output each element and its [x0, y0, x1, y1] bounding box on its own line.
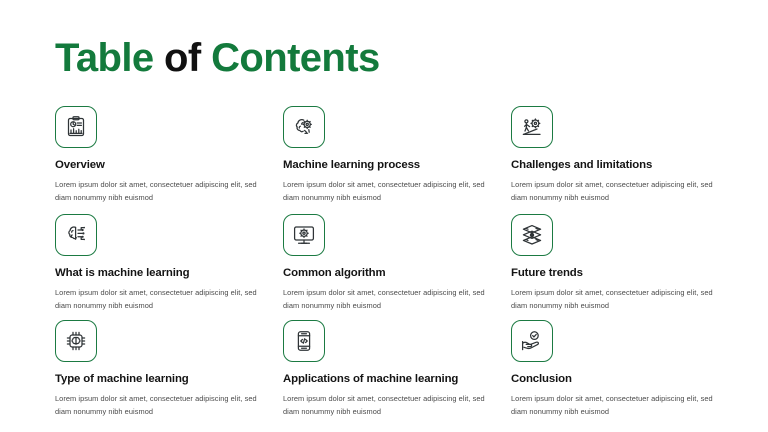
toc-item-challenges-and-limitations[interactable]: Challenges and limitations Lorem ipsum d…: [511, 106, 727, 214]
page-title-word-3: Contents: [211, 36, 380, 80]
monitor-gear-icon: [283, 214, 325, 256]
toc-item-description: Lorem ipsum dolor sit amet, consectetuer…: [283, 394, 485, 416]
toc-item-title: Machine learning process: [283, 159, 421, 171]
toc-item-title: What is machine learning: [55, 267, 190, 279]
toc-item-description: Lorem ipsum dolor sit amet, consectetuer…: [511, 394, 713, 416]
toc-item-description: Lorem ipsum dolor sit amet, consectetuer…: [55, 394, 257, 416]
stacked-layers-icon: [511, 214, 553, 256]
toc-item-description: Lorem ipsum dolor sit amet, consectetuer…: [55, 180, 257, 202]
toc-item-applications-of-machine-learning[interactable]: Applications of machine learning Lorem i…: [283, 320, 511, 430]
toc-item-description: Lorem ipsum dolor sit amet, consectetuer…: [511, 180, 713, 202]
toc-item-title: Type of machine learning: [55, 373, 189, 385]
toc-item-description: Lorem ipsum dolor sit amet, consectetuer…: [283, 180, 485, 202]
clipboard-chart-icon: [55, 106, 97, 148]
toc-item-title: Overview: [55, 159, 105, 171]
page-title: Table of Contents: [55, 36, 380, 80]
toc-item-title: Common algorithm: [283, 267, 386, 279]
toc-item-what-is-machine-learning[interactable]: What is machine learning Lorem ipsum dol…: [55, 214, 283, 320]
toc-item-description: Lorem ipsum dolor sit amet, consectetuer…: [511, 288, 713, 310]
toc-item-title: Challenges and limitations: [511, 159, 653, 171]
toc-item-future-trends[interactable]: Future trends Lorem ipsum dolor sit amet…: [511, 214, 727, 320]
mobile-code-icon: [283, 320, 325, 362]
person-pushing-gear-icon: [511, 106, 553, 148]
page-title-word-1: Table: [55, 36, 154, 80]
toc-item-description: Lorem ipsum dolor sit amet, consectetuer…: [55, 288, 257, 310]
toc-item-common-algorithm[interactable]: Common algorithm Lorem ipsum dolor sit a…: [283, 214, 511, 320]
toc-item-title: Conclusion: [511, 373, 572, 385]
toc-item-machine-learning-process[interactable]: Machine learning process Lorem ipsum dol…: [283, 106, 511, 214]
toc-item-description: Lorem ipsum dolor sit amet, consectetuer…: [283, 288, 485, 310]
page-title-word-2: of: [164, 36, 201, 80]
toc-grid: Overview Lorem ipsum dolor sit amet, con…: [55, 106, 727, 430]
toc-item-conclusion[interactable]: Conclusion Lorem ipsum dolor sit amet, c…: [511, 320, 727, 430]
toc-item-type-of-machine-learning[interactable]: Type of machine learning Lorem ipsum dol…: [55, 320, 283, 430]
toc-item-title: Future trends: [511, 267, 583, 279]
toc-item-title: Applications of machine learning: [283, 373, 459, 385]
toc-item-overview[interactable]: Overview Lorem ipsum dolor sit amet, con…: [55, 106, 283, 214]
hand-check-icon: [511, 320, 553, 362]
ai-chip-brain-icon: [55, 320, 97, 362]
brain-gear-icon: [283, 106, 325, 148]
brain-circuit-icon: [55, 214, 97, 256]
